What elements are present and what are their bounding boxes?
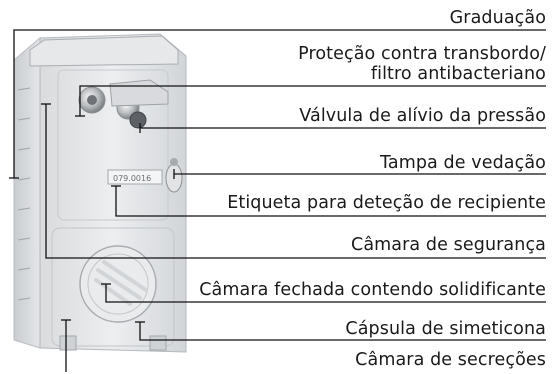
label-protecao-line2: filtro antibacteriano [370, 64, 546, 84]
label-valvula: Válvula de alívio da pressão [299, 106, 546, 126]
leader-lines [9, 29, 546, 372]
pressure-valve-knob [129, 111, 147, 129]
label-capsula: Cápsula de simeticona [345, 319, 546, 339]
label-camara-seguranca: Câmara de segurança [351, 235, 546, 255]
label-camara-secrecoes: Câmara de secreções [355, 350, 546, 370]
label-tampa: Tampa de vedação [379, 153, 546, 173]
graduation-marks [17, 87, 31, 301]
label-etiqueta: Etiqueta para deteção de recipiente [227, 193, 546, 213]
canister-side [13, 36, 41, 349]
solidifier-inner-ring [87, 253, 149, 315]
sealing-cap-tab [170, 158, 178, 166]
label-camara-fechada: Câmara fechada contendo solidificante [199, 280, 546, 300]
detection-label-text: 079.0016 [113, 174, 151, 183]
canister-foot-right [149, 335, 167, 351]
secretion-chamber-outline [51, 227, 175, 347]
canister-lid [29, 35, 179, 67]
canister-foot-left [59, 335, 77, 351]
safety-chamber-outline [57, 69, 169, 221]
detection-label [107, 169, 163, 185]
overflow-filter-hole [87, 95, 97, 105]
label-protecao-line1: Proteção contra transbordo/ [298, 44, 546, 64]
label-graduacao: Graduação [449, 8, 546, 28]
